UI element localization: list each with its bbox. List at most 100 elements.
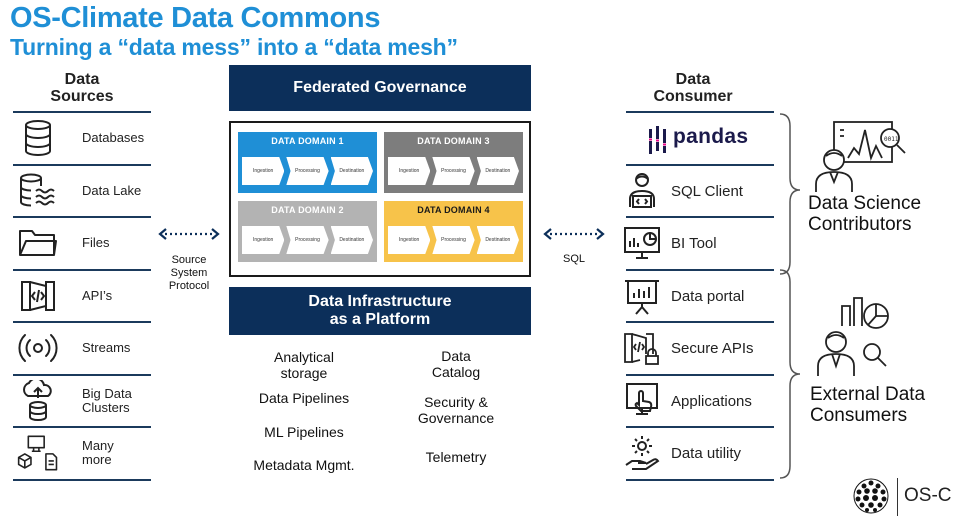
source-label-line2: Clusters: [82, 400, 130, 415]
consumer-label: Data utility: [671, 444, 742, 462]
step-processing: Processing: [432, 226, 475, 254]
secure-api-icon: [620, 328, 664, 368]
bi-tool-icon: [620, 223, 664, 263]
divider: [13, 216, 151, 218]
brand-divider: [897, 478, 898, 516]
source-label: Databases: [82, 130, 145, 145]
pandas-logo-text: pandas: [673, 125, 749, 148]
domain-steps: Ingestion Processing Destination: [242, 157, 373, 185]
data-infrastructure-box: Data Infrastructure as a Platform: [229, 287, 531, 335]
step-processing: Processing: [432, 157, 475, 185]
data-mesh-frame: DATA DOMAIN 1 Ingestion Processing Desti…: [229, 121, 531, 277]
source-label-line1: Many: [82, 438, 114, 453]
page-subtitle: Turning a “data mess” into a “data mesh”: [10, 34, 458, 60]
infra-security-governance: Security & Governance: [400, 394, 512, 426]
step-destination: Destination: [330, 226, 373, 254]
group-label-line1: Data Science: [808, 193, 922, 214]
stream-icon: [16, 328, 60, 368]
group-braces: [778, 112, 804, 482]
divider: [626, 111, 774, 113]
divider: [626, 269, 774, 271]
consumer-label: Data portal: [671, 287, 745, 305]
external-group-label: External Data Consumers: [810, 384, 950, 426]
consumer-label: Applications: [671, 392, 752, 410]
step-ingestion: Ingestion: [242, 157, 285, 185]
infra-item-line2: Governance: [417, 410, 495, 426]
page-title: OS-Climate Data Commons: [10, 2, 381, 34]
data-portal-icon: [620, 276, 664, 316]
source-label: Data Lake: [82, 183, 142, 198]
consumer-row-data-utility: Data utility: [0, 427, 780, 479]
infrastructure-label-line2: as a Platform: [329, 311, 431, 328]
database-icon: [16, 118, 60, 158]
external-consumer-icon: [812, 296, 912, 378]
step-destination: Destination: [330, 157, 373, 185]
data-utility-icon: [620, 433, 664, 473]
source-label: API’s: [82, 288, 113, 303]
divider: [626, 216, 774, 218]
source-arrow: [157, 224, 221, 244]
federated-governance-box: Federated Governance: [229, 65, 531, 111]
consumers-heading-line2: Consumer: [653, 88, 733, 105]
api-icon: [16, 276, 60, 316]
infra-ml-pipelines: ML Pipelines: [264, 424, 344, 440]
data-scientist-icon: 0011: [812, 118, 912, 194]
step-destination: Destination: [476, 226, 519, 254]
pandas-logo-icon: [648, 125, 668, 155]
source-protocol-line2: System: [170, 267, 208, 279]
infra-analytical-storage: Analytical storage: [244, 349, 364, 381]
consumer-row-data-portal: Data portal: [0, 270, 780, 322]
source-label: Big Data Clusters: [82, 387, 132, 415]
group-label-line2: Contributors: [808, 214, 912, 235]
source-label: Files: [82, 235, 110, 250]
infrastructure-label-line1: Data Infrastructure: [308, 293, 452, 310]
divider: [626, 164, 774, 166]
svg-text:0011: 0011: [884, 136, 899, 143]
applications-icon: [620, 381, 664, 421]
source-label-line2: more: [82, 452, 112, 467]
data-domain-4: DATA DOMAIN 4 Ingestion Processing Desti…: [384, 201, 523, 262]
infra-item-line1: Data: [441, 348, 471, 364]
divider: [13, 321, 151, 323]
source-protocol-line1: Source: [171, 254, 207, 266]
divider: [13, 426, 151, 428]
data-domain-1: DATA DOMAIN 1 Ingestion Processing Desti…: [238, 132, 377, 193]
divider: [626, 479, 774, 481]
source-label-line1: Big Data: [82, 386, 132, 401]
group-label-line2: Consumers: [810, 405, 908, 426]
source-label: Streams: [82, 340, 131, 355]
divider: [13, 374, 151, 376]
source-row-files: Files: [0, 217, 160, 269]
consumer-label: SQL Client: [671, 182, 743, 200]
domain-title: DATA DOMAIN 1: [271, 136, 344, 146]
sql-client-icon: [620, 171, 664, 211]
consumer-row-bi-tool: BI Tool: [0, 217, 780, 269]
infra-data-pipelines: Data Pipelines: [258, 390, 350, 406]
infra-item-line2: storage: [280, 365, 328, 381]
source-row-apis: API’s: [0, 270, 160, 322]
consumer-row-pandas: pandas: [0, 112, 780, 164]
data-lake-icon: [16, 171, 60, 211]
divider: [13, 479, 151, 481]
domain-steps: Ingestion Processing Destination: [388, 157, 519, 185]
infra-telemetry: Telemetry: [425, 449, 487, 465]
divider: [13, 111, 151, 113]
folder-icon: [16, 223, 60, 263]
source-label: Many more: [82, 439, 114, 467]
source-protocol-line3: Protocol: [168, 280, 210, 292]
sources-heading-line2: Sources: [50, 88, 114, 105]
infra-item-line1: Security &: [424, 394, 488, 410]
group-label-line1: External Data: [810, 384, 926, 405]
step-destination: Destination: [476, 157, 519, 185]
data-science-group-label: Data Science Contributors: [808, 193, 948, 235]
sources-heading-line1: Data: [64, 71, 100, 88]
domain-title: DATA DOMAIN 3: [417, 136, 490, 146]
consumer-row-secure-apis: Secure APIs: [0, 322, 780, 374]
consumers-heading-line1: Data: [675, 71, 711, 88]
step-ingestion: Ingestion: [388, 226, 431, 254]
osc-globe-logo: [852, 477, 890, 515]
consumer-arrow: [542, 224, 606, 244]
divider: [626, 426, 774, 428]
step-processing: Processing: [286, 157, 329, 185]
many-more-icon: [16, 433, 60, 473]
